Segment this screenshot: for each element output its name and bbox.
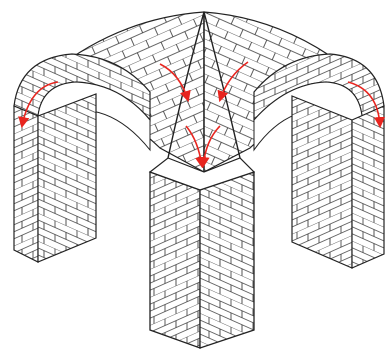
right-pier xyxy=(292,96,384,268)
left-pier xyxy=(14,94,96,262)
center-pier xyxy=(150,158,254,348)
